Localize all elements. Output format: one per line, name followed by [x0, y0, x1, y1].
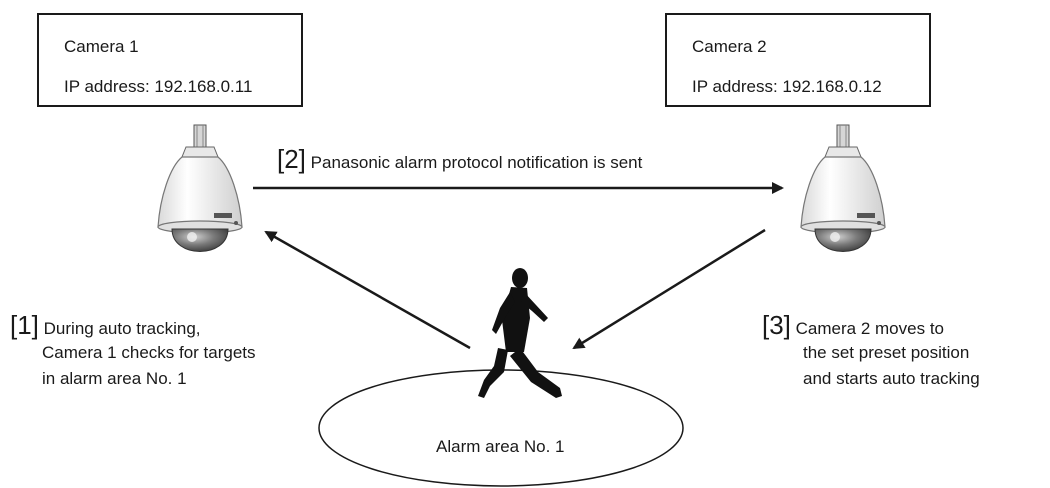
- camera-1-info-box: Camera 1 IP address: 192.168.0.11: [37, 13, 303, 107]
- detection-arrow: [264, 230, 471, 350]
- camera-2-icon: [800, 124, 886, 253]
- camera-1-icon: [157, 124, 243, 253]
- camera-1-name: Camera 1: [64, 37, 139, 56]
- step-2-number: [2]: [277, 144, 306, 174]
- running-person-icon: [478, 268, 562, 398]
- step-1-line-2: Camera 1 checks for targets: [42, 343, 256, 362]
- camera-2-ip: IP address: 192.168.0.12: [692, 77, 882, 96]
- step-1-line-1: During auto tracking,: [43, 319, 201, 338]
- alarm-area-ellipse: [318, 369, 684, 487]
- step-3-line-1: Camera 2 moves to: [795, 319, 944, 338]
- step-2-text: Panasonic alarm protocol notification is…: [310, 153, 643, 172]
- camera-2-name: Camera 2: [692, 37, 767, 56]
- tracking-arrow: [572, 228, 766, 350]
- step-3-line-3: and starts auto tracking: [803, 369, 980, 388]
- camera-1-ip: IP address: 192.168.0.11: [64, 77, 253, 96]
- step-3-number: [3]: [762, 310, 791, 340]
- step-1-caption: [1] During auto tracking,: [10, 310, 201, 341]
- step-3-line-2: the set preset position: [803, 343, 970, 362]
- step-1-line-3: in alarm area No. 1: [42, 369, 187, 388]
- alarm-area-label: Alarm area No. 1: [436, 437, 565, 456]
- step-2-caption: [2] Panasonic alarm protocol notificatio…: [277, 144, 642, 175]
- step-3-caption: [3] Camera 2 moves to: [762, 310, 944, 341]
- camera-2-info-box: Camera 2 IP address: 192.168.0.12: [665, 13, 931, 107]
- step-1-number: [1]: [10, 310, 39, 340]
